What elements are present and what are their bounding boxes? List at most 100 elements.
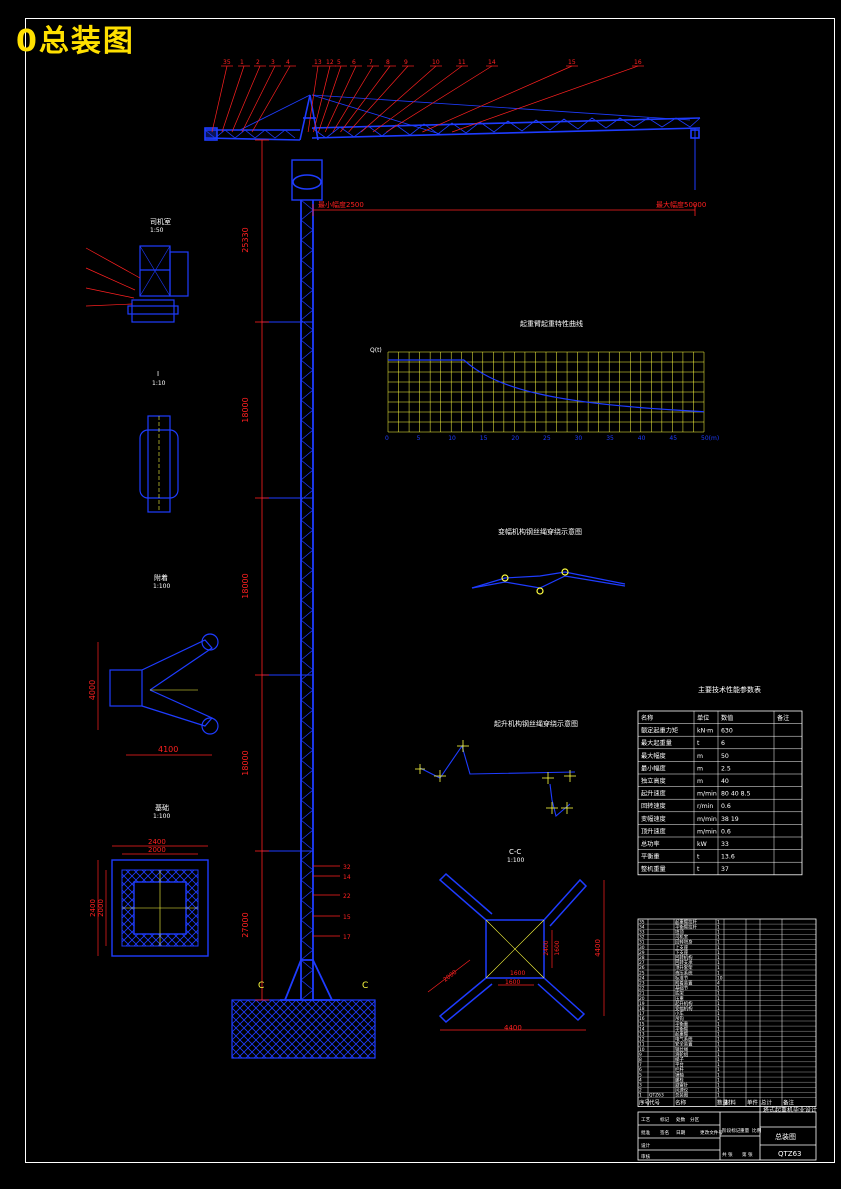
callout-label: 10 bbox=[432, 59, 440, 66]
load-chart-ylabel: Q(t) bbox=[370, 347, 382, 354]
cc-dim-f: 4400 bbox=[594, 939, 602, 957]
parts-cell: 1 bbox=[717, 996, 720, 1002]
parts-cell: 1 bbox=[717, 965, 720, 971]
x-tick-label: 20 bbox=[511, 435, 519, 442]
spec-cell: 40 bbox=[721, 778, 729, 785]
callout-label: 32 bbox=[343, 864, 351, 871]
attach-view-scale: 1:100 bbox=[153, 583, 170, 590]
x-tick-label: 30 bbox=[575, 435, 583, 442]
title-block-label: 阶段标记 bbox=[722, 1127, 741, 1134]
title-block-label: 处数 bbox=[676, 1116, 686, 1123]
callout-label: 13 bbox=[314, 59, 322, 66]
parts-cell: 1 bbox=[717, 955, 720, 961]
parts-cell: 34 bbox=[639, 924, 645, 930]
parts-cell: 变幅机构 bbox=[675, 1005, 693, 1012]
callout-label: 14 bbox=[343, 874, 351, 881]
base-view-scale: 1:100 bbox=[153, 813, 170, 820]
parts-cell: 平衡臂拉杆 bbox=[675, 923, 698, 930]
attach-view-title: 附着 bbox=[154, 573, 168, 582]
parts-cell: 1 bbox=[717, 1067, 720, 1073]
x-tick-label: 25 bbox=[543, 435, 551, 442]
parts-cell: 1 bbox=[717, 1037, 720, 1043]
parts-cell: 7 bbox=[639, 1062, 642, 1068]
parts-cell: 17 bbox=[639, 1011, 645, 1017]
parts-cell: 下支座 bbox=[675, 949, 689, 956]
parts-header-cell: 数量 bbox=[717, 1099, 729, 1107]
view-i-scale: 1:10 bbox=[152, 380, 166, 387]
spec-cell: 变幅速度 bbox=[641, 815, 666, 823]
spec-cell: 独立高度 bbox=[641, 777, 666, 785]
x-tick-label: 10 bbox=[448, 435, 456, 442]
foundation bbox=[231, 999, 376, 1059]
parts-cell: 8 bbox=[639, 1057, 642, 1063]
spec-cell: kW bbox=[697, 841, 707, 848]
parts-cell: 9 bbox=[639, 1052, 642, 1058]
cc-dim-g: 2400 bbox=[543, 940, 550, 955]
parts-cell: 16 bbox=[639, 1016, 645, 1022]
parts-cell: 1 bbox=[717, 1021, 720, 1027]
section-cc-title: C-C bbox=[509, 848, 521, 856]
spec-cell: 总功率 bbox=[641, 840, 660, 848]
spec-cell: m bbox=[697, 778, 703, 785]
x-tick-label: 35 bbox=[606, 435, 614, 442]
callout-label: 35 bbox=[223, 59, 231, 66]
cc-dim-b: 1600 bbox=[510, 970, 525, 977]
spec-table-title: 主要技术性能参数表 bbox=[698, 685, 761, 694]
title-block-label: 批准 bbox=[641, 1129, 651, 1136]
spec-cell: m bbox=[697, 753, 703, 760]
parts-cell: 司机室 bbox=[675, 934, 689, 941]
attachment-view bbox=[109, 633, 219, 735]
parts-header-cell: 备注 bbox=[783, 1099, 795, 1107]
section-cc bbox=[438, 872, 588, 1024]
section-cc-scale: 1:100 bbox=[507, 857, 524, 864]
parts-cell: 栏杆 bbox=[675, 1066, 684, 1073]
x-tick-label: 15 bbox=[480, 435, 488, 442]
base-dim-top2: 2000 bbox=[148, 846, 166, 854]
parts-cell: 顶升套架 bbox=[675, 964, 693, 971]
parts-cell: 1 bbox=[717, 1088, 720, 1094]
callout-label: 11 bbox=[458, 59, 466, 66]
parts-cell: 1 bbox=[717, 991, 720, 997]
callout-label: 14 bbox=[488, 59, 496, 66]
parts-cell: 18 bbox=[639, 1006, 645, 1012]
spec-cell: r/min bbox=[697, 803, 713, 810]
callout-label: 3 bbox=[271, 59, 275, 66]
cab-view bbox=[127, 245, 189, 323]
spec-cell: 6 bbox=[721, 740, 725, 747]
parts-cell: 回转机构 bbox=[675, 954, 693, 961]
parts-cell: 24 bbox=[639, 975, 645, 981]
callout-label: 8 bbox=[386, 59, 390, 66]
spec-cell: 平衡重 bbox=[641, 853, 660, 861]
parts-cell: 10 bbox=[717, 975, 723, 981]
parts-cell: 1 bbox=[717, 919, 720, 925]
parts-cell: 1 bbox=[717, 1083, 720, 1089]
parts-cell: 起重臂拉杆 bbox=[675, 918, 698, 925]
title-block-label: 工艺 bbox=[641, 1117, 651, 1123]
parts-cell: 避雷针 bbox=[675, 1082, 689, 1089]
hoist-reeving-diagram bbox=[415, 740, 576, 817]
parts-header-cell: 材料 bbox=[725, 1099, 737, 1107]
callout-label: 7 bbox=[369, 59, 373, 66]
parts-cell: 13 bbox=[639, 1032, 645, 1038]
title-block-drawing-name: 总装图 bbox=[775, 1132, 796, 1141]
view-i bbox=[139, 415, 179, 513]
callout-label: 22 bbox=[343, 893, 351, 900]
parts-cell: 液压系统 bbox=[675, 969, 693, 976]
parts-cell: 35 bbox=[639, 919, 645, 925]
spec-cell: m bbox=[697, 765, 703, 772]
cc-dim-c: 1600 bbox=[505, 979, 520, 986]
parts-header-cell: 总计 bbox=[761, 1099, 773, 1107]
x-tick-label: 5 bbox=[417, 435, 421, 442]
parts-cell: 14 bbox=[639, 1026, 645, 1032]
parts-cell: 螺栓 bbox=[675, 1076, 684, 1083]
dim-tower-5: 27000 bbox=[241, 912, 250, 937]
parts-cell: 27 bbox=[639, 960, 645, 966]
spec-cell: 数值 bbox=[721, 714, 733, 722]
parts-cell: 5 bbox=[639, 1072, 642, 1078]
jib bbox=[311, 94, 701, 190]
section-mark-c-right: C bbox=[362, 981, 368, 991]
